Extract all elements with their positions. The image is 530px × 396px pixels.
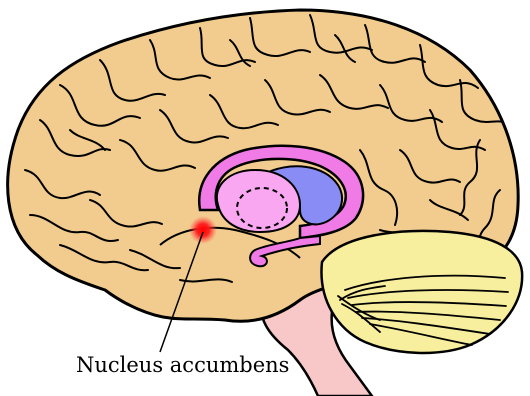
nucleus-accumbens-highlight bbox=[189, 216, 217, 244]
nucleus-accumbens-label: Nucleus accumbens bbox=[76, 353, 289, 377]
cerebellum bbox=[321, 231, 522, 353]
thalamus bbox=[217, 170, 300, 232]
